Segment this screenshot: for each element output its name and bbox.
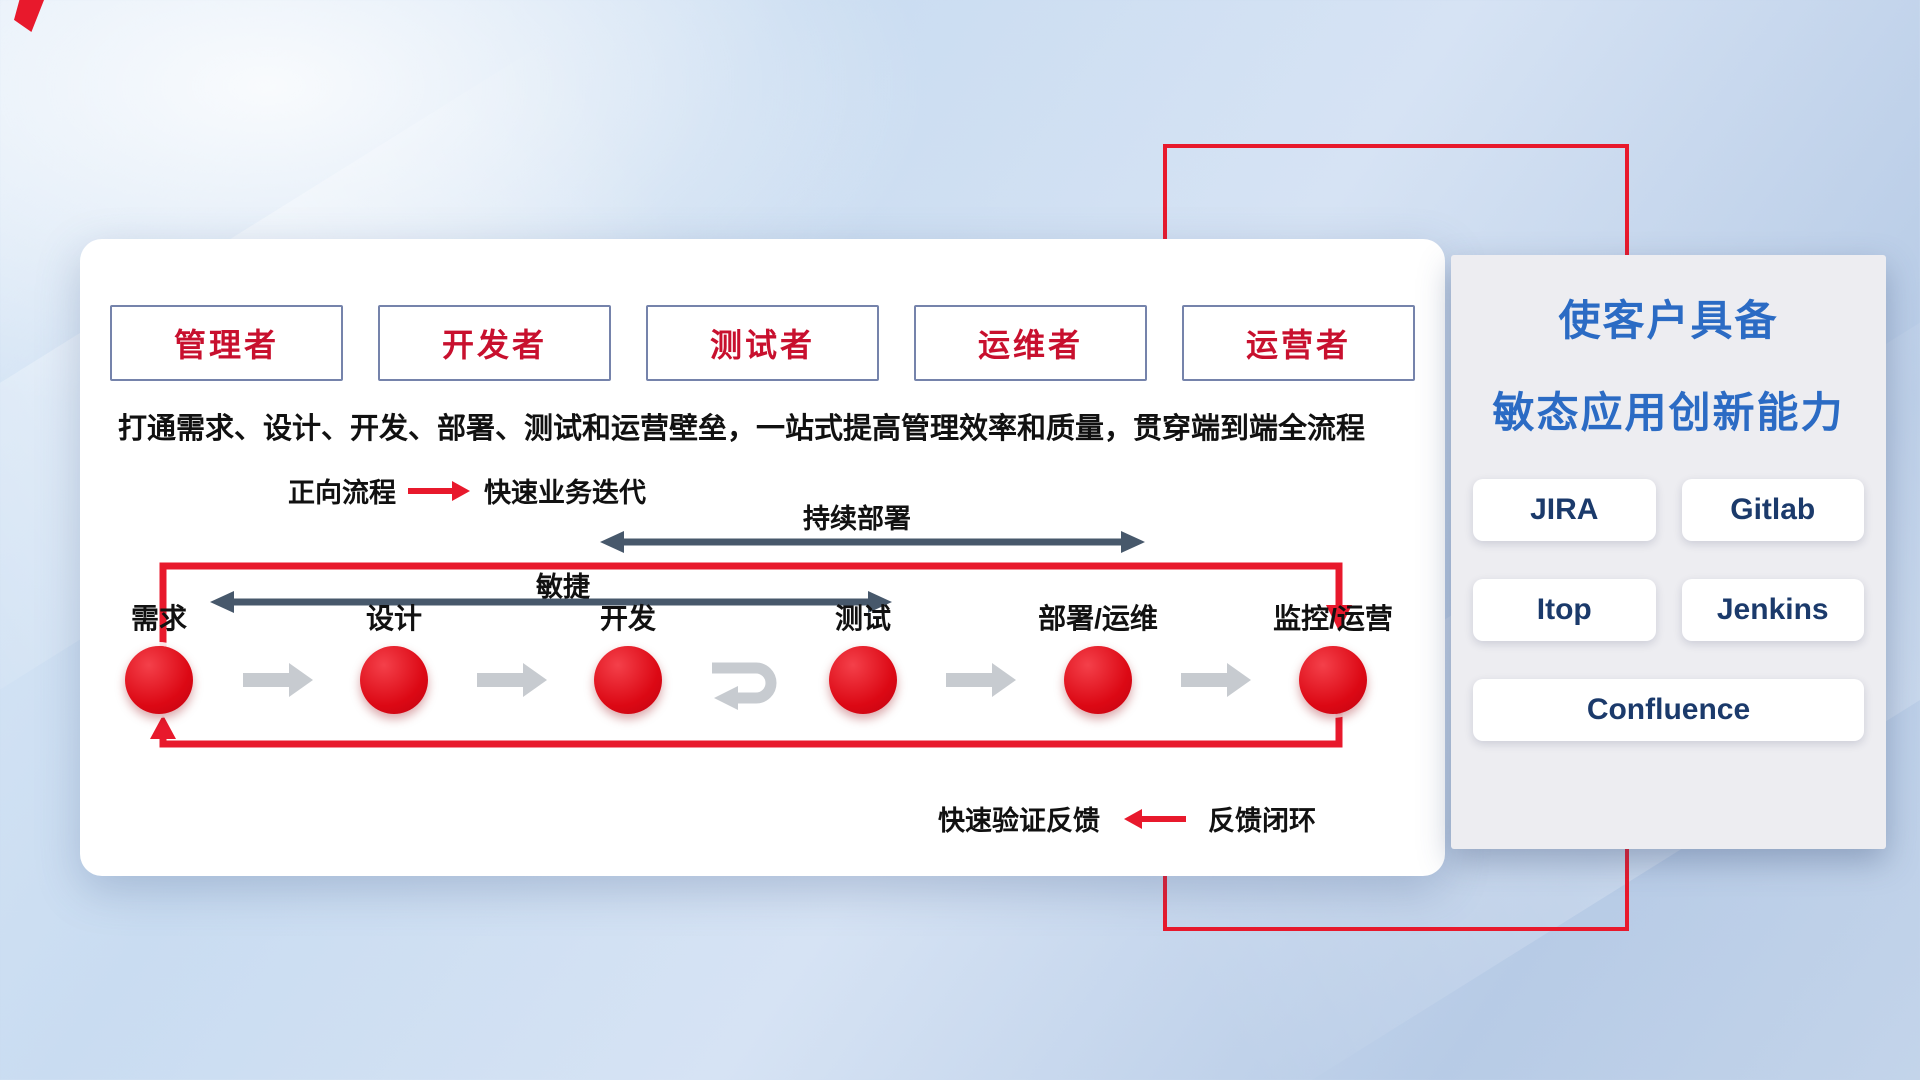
forward-flow-legend: 正向流程 快速业务迭代: [288, 471, 646, 510]
step-testing: 测试: [788, 600, 938, 714]
step-requirements: 需求: [84, 600, 234, 714]
step-node-icon: [1299, 646, 1367, 714]
role-label: 开发者: [441, 327, 547, 363]
forward-flow-label: 正向流程: [288, 478, 396, 508]
arrow-right-red-icon: [408, 480, 470, 501]
arrow-left-red-icon: [1124, 808, 1186, 829]
step-label: 设计: [365, 603, 422, 634]
capability-panel: 使客户具备 敏态应用创新能力 JIRA Gitlab Itop Jenkins …: [1451, 255, 1886, 849]
step-deploy-ops: 部署/运维: [1023, 600, 1173, 714]
tool-confluence: Confluence: [1473, 679, 1864, 741]
step-label: 需求: [130, 603, 187, 634]
step-label: 监控/运营: [1273, 603, 1393, 634]
step-node-icon: [1064, 646, 1132, 714]
feedback-label: 反馈闭环: [1208, 806, 1316, 836]
panel-title: 使客户具备 敏态应用创新能力: [1451, 291, 1886, 443]
step-node-icon: [125, 646, 193, 714]
role-label: 运维者: [977, 327, 1083, 363]
tool-itop: Itop: [1473, 579, 1656, 641]
panel-title-line2: 敏态应用创新能力: [1492, 389, 1845, 436]
step-development: 开发: [553, 600, 703, 714]
role-box-manager: 管理者: [110, 305, 343, 381]
step-label: 开发: [599, 603, 656, 634]
role-box-developer: 开发者: [378, 305, 611, 381]
feedback-legend: 快速验证反馈 反馈闭环: [938, 799, 1316, 838]
tools-grid: JIRA Gitlab Itop Jenkins Confluence: [1473, 479, 1864, 741]
step-node-icon: [594, 646, 662, 714]
panel-title-line1: 使客户具备: [1558, 297, 1779, 344]
tool-gitlab: Gitlab: [1681, 479, 1864, 541]
tool-jenkins: Jenkins: [1681, 579, 1864, 641]
step-node-icon: [829, 646, 897, 714]
role-box-tester: 测试者: [646, 305, 879, 381]
feedback-desc: 快速验证反馈: [938, 806, 1100, 836]
roles-row: 管理者 开发者 测试者 运维者 运营者: [110, 305, 1415, 381]
corner-flag-decoration: [14, 0, 44, 32]
process-description: 打通需求、设计、开发、部署、测试和运营壁垒，一站式提高管理效率和质量，贯穿端到端…: [118, 413, 1366, 445]
forward-flow-desc: 快速业务迭代: [484, 478, 646, 508]
role-box-operator: 运营者: [1182, 305, 1415, 381]
iteration-loop-icon: [712, 662, 777, 710]
step-design: 设计: [319, 600, 469, 714]
role-box-ops: 运维者: [914, 305, 1147, 381]
agile-label: 敏捷: [536, 572, 590, 602]
step-monitor-operate: 监控/运营: [1258, 600, 1408, 714]
process-card: 管理者 开发者 测试者 运维者 运营者 打通需求、设计、开发、部署、测试和运营壁…: [80, 239, 1445, 876]
tool-jira: JIRA: [1473, 479, 1656, 541]
step-label: 测试: [834, 603, 891, 634]
step-node-icon: [360, 646, 428, 714]
role-label: 运营者: [1245, 327, 1351, 363]
role-label: 测试者: [709, 327, 815, 363]
step-label: 部署/运维: [1038, 603, 1158, 634]
role-label: 管理者: [173, 327, 279, 363]
continuous-deploy-label: 持续部署: [803, 504, 911, 534]
